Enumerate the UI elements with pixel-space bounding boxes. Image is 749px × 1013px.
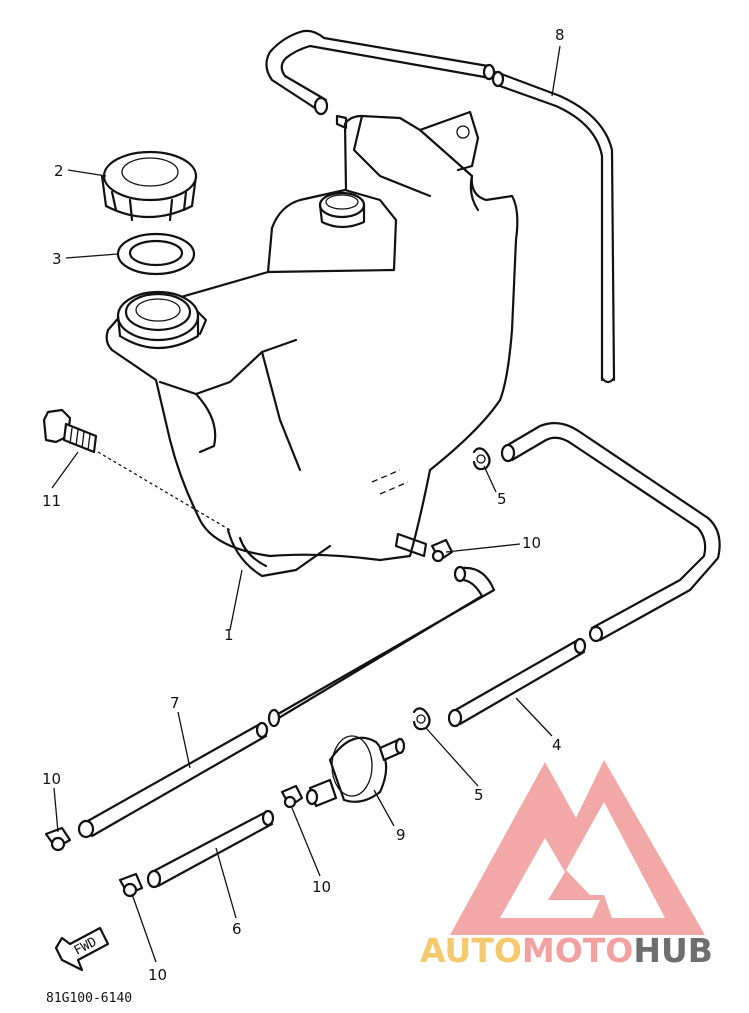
callout-10-a: 10 (522, 534, 541, 552)
callout-10-b: 10 (42, 770, 61, 788)
leader-lines (51, 45, 561, 963)
watermark-auto: AUTO (420, 931, 522, 970)
callout-10-c: 10 (312, 878, 331, 896)
cap-gasket (116, 232, 196, 276)
callout-5-lower: 5 (474, 786, 484, 804)
callout-labels: 2 3 8 11 5 10 1 7 4 10 5 9 10 6 10 (42, 26, 565, 984)
callout-10-d: 10 (148, 966, 167, 984)
radiator-hose-4 (447, 421, 721, 728)
callout-4: 4 (552, 736, 562, 754)
callout-11: 11 (42, 492, 61, 510)
callout-3: 3 (52, 250, 62, 268)
callout-7: 7 (170, 694, 180, 712)
callout-6: 6 (232, 920, 242, 938)
forward-arrow-icon: FWD (54, 926, 110, 972)
hose-clamp-10-a (430, 538, 454, 563)
drain-hose-6 (146, 809, 275, 889)
callout-5-upper: 5 (497, 490, 507, 508)
diagram-code: 81G100-6140 (46, 991, 132, 1006)
hose-clamp-10-b (280, 784, 304, 809)
reservoir-cap (100, 150, 198, 222)
mounting-bolt (42, 408, 231, 531)
callout-1: 1 (224, 626, 234, 644)
hose-clip-5-upper (472, 447, 491, 471)
watermark-moto: MOTO (522, 931, 633, 970)
hose-clip-5-lower (412, 707, 431, 731)
coolant-reservoir-tank (105, 110, 519, 578)
watermark-logo-icon (450, 760, 705, 935)
reservoir-hose-7 (77, 565, 496, 839)
watermark-hub: HUB (633, 931, 713, 970)
callout-2: 2 (54, 162, 64, 180)
hose-clamp-10-c (44, 826, 72, 852)
callout-8: 8 (555, 26, 565, 44)
check-valve (305, 735, 406, 808)
watermark-text: AUTOMOTOHUB (420, 931, 713, 970)
callout-9: 9 (396, 826, 406, 844)
overflow-hose-8 (265, 29, 616, 384)
hose-clamp-10-d (118, 872, 144, 898)
